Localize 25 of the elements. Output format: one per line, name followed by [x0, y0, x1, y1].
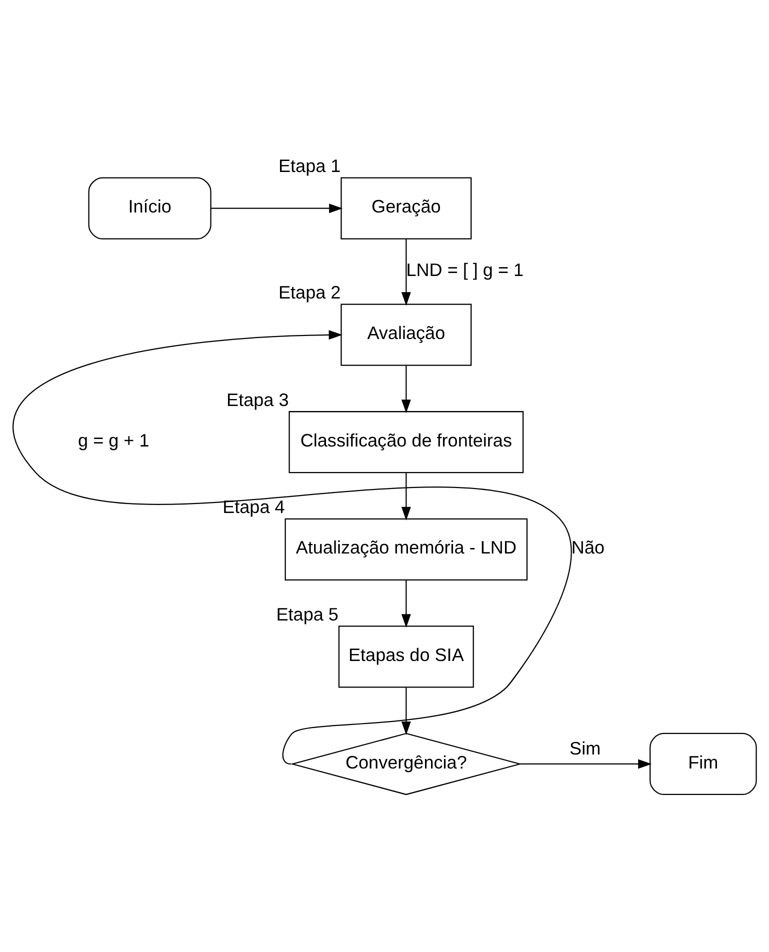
arrow	[14, 330, 572, 764]
node-box: Avaliação	[340, 304, 472, 366]
node-label: Etapa 3	[226, 390, 289, 410]
node-label: Etapa 5	[276, 604, 338, 624]
node-box: Início	[88, 177, 212, 240]
node-label: Etapa 4	[222, 497, 285, 518]
label: g = g + 1	[78, 430, 150, 450]
arrow	[401, 580, 411, 628]
arrow	[520, 759, 652, 769]
arrow	[210, 204, 343, 214]
arrow	[401, 473, 411, 520]
edge-label: Não	[571, 538, 605, 558]
node-box: Etapas do SIA	[338, 626, 474, 688]
node-label: Etapa 2	[278, 282, 341, 302]
node-box: Geração	[340, 177, 472, 240]
arrow	[401, 688, 411, 736]
node-diamond: Convergência?	[290, 732, 522, 796]
edge-label: Sim	[570, 738, 601, 759]
node-label: Etapa 1	[278, 156, 341, 176]
edge-label: LND = [ ] g = 1	[406, 260, 524, 280]
node-box: Atualização memória - LND	[284, 518, 528, 580]
node-box: Classificação de fronteiras	[288, 411, 524, 474]
node-box: Fim	[650, 732, 757, 796]
arrow	[401, 366, 411, 414]
arrow	[401, 238, 411, 306]
